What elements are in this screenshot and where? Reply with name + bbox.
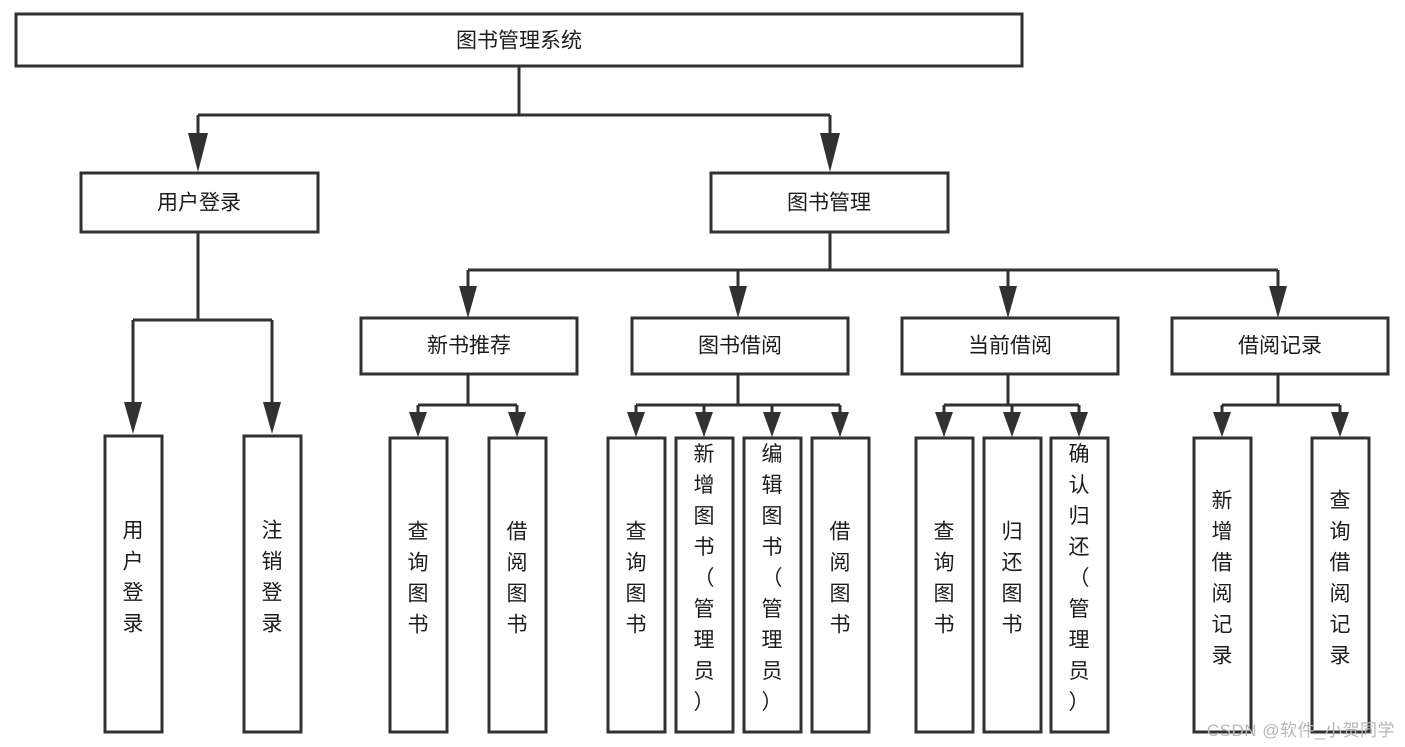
leaf-add-record[interactable]: 新增借阅记录 [1192,436,1253,734]
leaf-add-record-box[interactable] [1192,436,1253,734]
arrow-head-leaf-logout-login [263,402,281,434]
node-book-borrow-box[interactable] [630,316,850,376]
arrow-head-leaf-borrow-book-2 [831,412,849,437]
node-new-book-recommend-box[interactable] [359,316,579,376]
leaf-logout-login[interactable]: 注销登录 [242,434,303,734]
leaf-borrow-book-1-label: 借阅图书 [507,521,528,637]
leaf-return-book-box[interactable] [982,436,1043,734]
connectors-current-borrow-to-leaves [935,374,1088,437]
leaf-borrow-book-1[interactable]: 借阅图书 [487,436,548,734]
leaf-confirm-return-box[interactable] [1049,436,1110,734]
leaf-add-book-box[interactable] [674,436,735,734]
node-book-manage[interactable]: 图书管理 [709,171,950,234]
leaf-query-book-3-label: 查询图书 [934,521,955,637]
leaf-query-book-2[interactable]: 查询图书 [606,436,667,734]
leaf-add-book-label: 新增图书（管理员） [694,443,715,714]
leaf-borrow-book-2-label: 借阅图书 [830,521,851,637]
arrow-head-borrow-record [1269,286,1287,318]
arrow-head-leaf-query-record [1331,412,1349,437]
leaf-query-record[interactable]: 查询借阅记录 [1310,436,1371,734]
leaf-query-book-2-label: 查询图书 [626,521,647,637]
leaf-query-book-1[interactable]: 查询图书 [388,436,449,734]
leaf-logout-login-box[interactable] [242,434,303,734]
arrow-head-leaf-query-book-2 [627,412,645,437]
node-root-box[interactable] [14,12,1024,68]
leaf-return-book-label: 归还图书 [1002,521,1023,637]
arrow-head-current-borrow [999,286,1017,318]
leaf-add-book[interactable]: 新增图书（管理员） [674,436,735,734]
node-current-borrow[interactable]: 当前借阅 [900,316,1120,376]
node-root-label: 图书管理系统 [456,30,582,53]
leaf-edit-book-label: 编辑图书（管理员） [762,443,783,714]
leaf-confirm-return-label: 确认归还（管理员） [1069,443,1090,714]
leaf-edit-book[interactable]: 编辑图书（管理员） [742,436,803,734]
leaf-query-book-3-box[interactable] [914,436,975,734]
node-book-borrow-label: 图书借阅 [698,335,782,358]
leaf-edit-book-box[interactable] [742,436,803,734]
leaf-add-record-label: 新增借阅记录 [1212,490,1233,668]
leaf-query-book-2-box[interactable] [606,436,667,734]
node-borrow-record-label: 借阅记录 [1238,335,1322,358]
csdn-watermark: CSDN @软件_小贺同学 [1206,721,1395,740]
arrow-head-book-borrow [729,286,747,318]
leaf-query-record-label: 查询借阅记录 [1330,490,1351,668]
leaf-user-login-box[interactable] [103,434,164,734]
node-current-borrow-box[interactable] [900,316,1120,376]
node-book-manage-box[interactable] [709,171,950,234]
connectors-root-to-level2 [188,65,840,172]
node-user-login-label: 用户登录 [157,192,241,215]
arrow-head-leaf-return-book [1003,412,1021,437]
arrow-head-new-book [459,286,477,318]
leaf-query-record-box[interactable] [1310,436,1371,734]
leaf-user-login-label: 用户登录 [123,520,144,636]
connectors-book-borrow-to-leaves [627,374,849,437]
node-book-manage-label: 图书管理 [787,192,871,215]
node-new-book-recommend-label: 新书推荐 [427,335,511,358]
node-user-login[interactable]: 用户登录 [79,171,320,234]
node-new-book-recommend[interactable]: 新书推荐 [359,316,579,376]
connectors-user-login-to-leaves [124,232,281,434]
node-borrow-record-box[interactable] [1170,316,1390,376]
leaf-query-book-1-label: 查询图书 [408,521,429,637]
node-current-borrow-label: 当前借阅 [968,335,1052,358]
connectors-borrow-record-to-leaves [1213,374,1349,437]
arrow-head-leaf-query-book-3 [935,412,953,437]
node-borrow-record[interactable]: 借阅记录 [1170,316,1390,376]
connectors-new-book-to-leaves [409,374,526,437]
arrow-head-leaf-confirm-return [1070,412,1088,437]
arrow-head-leaf-query-book-1 [409,412,427,437]
node-user-login-box[interactable] [79,171,320,234]
leaf-confirm-return[interactable]: 确认归还（管理员） [1049,436,1110,734]
arrow-head-leaf-borrow-book-1 [508,412,526,437]
arrow-head-leaf-add-book [695,412,713,437]
node-book-borrow[interactable]: 图书借阅 [630,316,850,376]
arrow-head-book-manage [820,133,840,172]
leaf-logout-login-label: 注销登录 [262,520,283,636]
arrow-head-user-login [188,133,208,172]
arrow-head-leaf-user-login [124,402,142,434]
leaf-query-book-1-box[interactable] [388,436,449,734]
leaf-user-login[interactable]: 用户登录 [103,434,164,734]
node-root[interactable]: 图书管理系统 [14,12,1024,68]
leaf-return-book[interactable]: 归还图书 [982,436,1043,734]
arrow-head-leaf-add-record [1213,412,1231,437]
connectors-book-manage-to-level3 [459,232,1287,318]
leaf-borrow-book-2-box[interactable] [810,436,871,734]
leaf-borrow-book-1-box[interactable] [487,436,548,734]
leaf-borrow-book-2[interactable]: 借阅图书 [810,436,871,734]
arrow-head-leaf-edit-book [763,412,781,437]
leaf-query-book-3[interactable]: 查询图书 [914,436,975,734]
